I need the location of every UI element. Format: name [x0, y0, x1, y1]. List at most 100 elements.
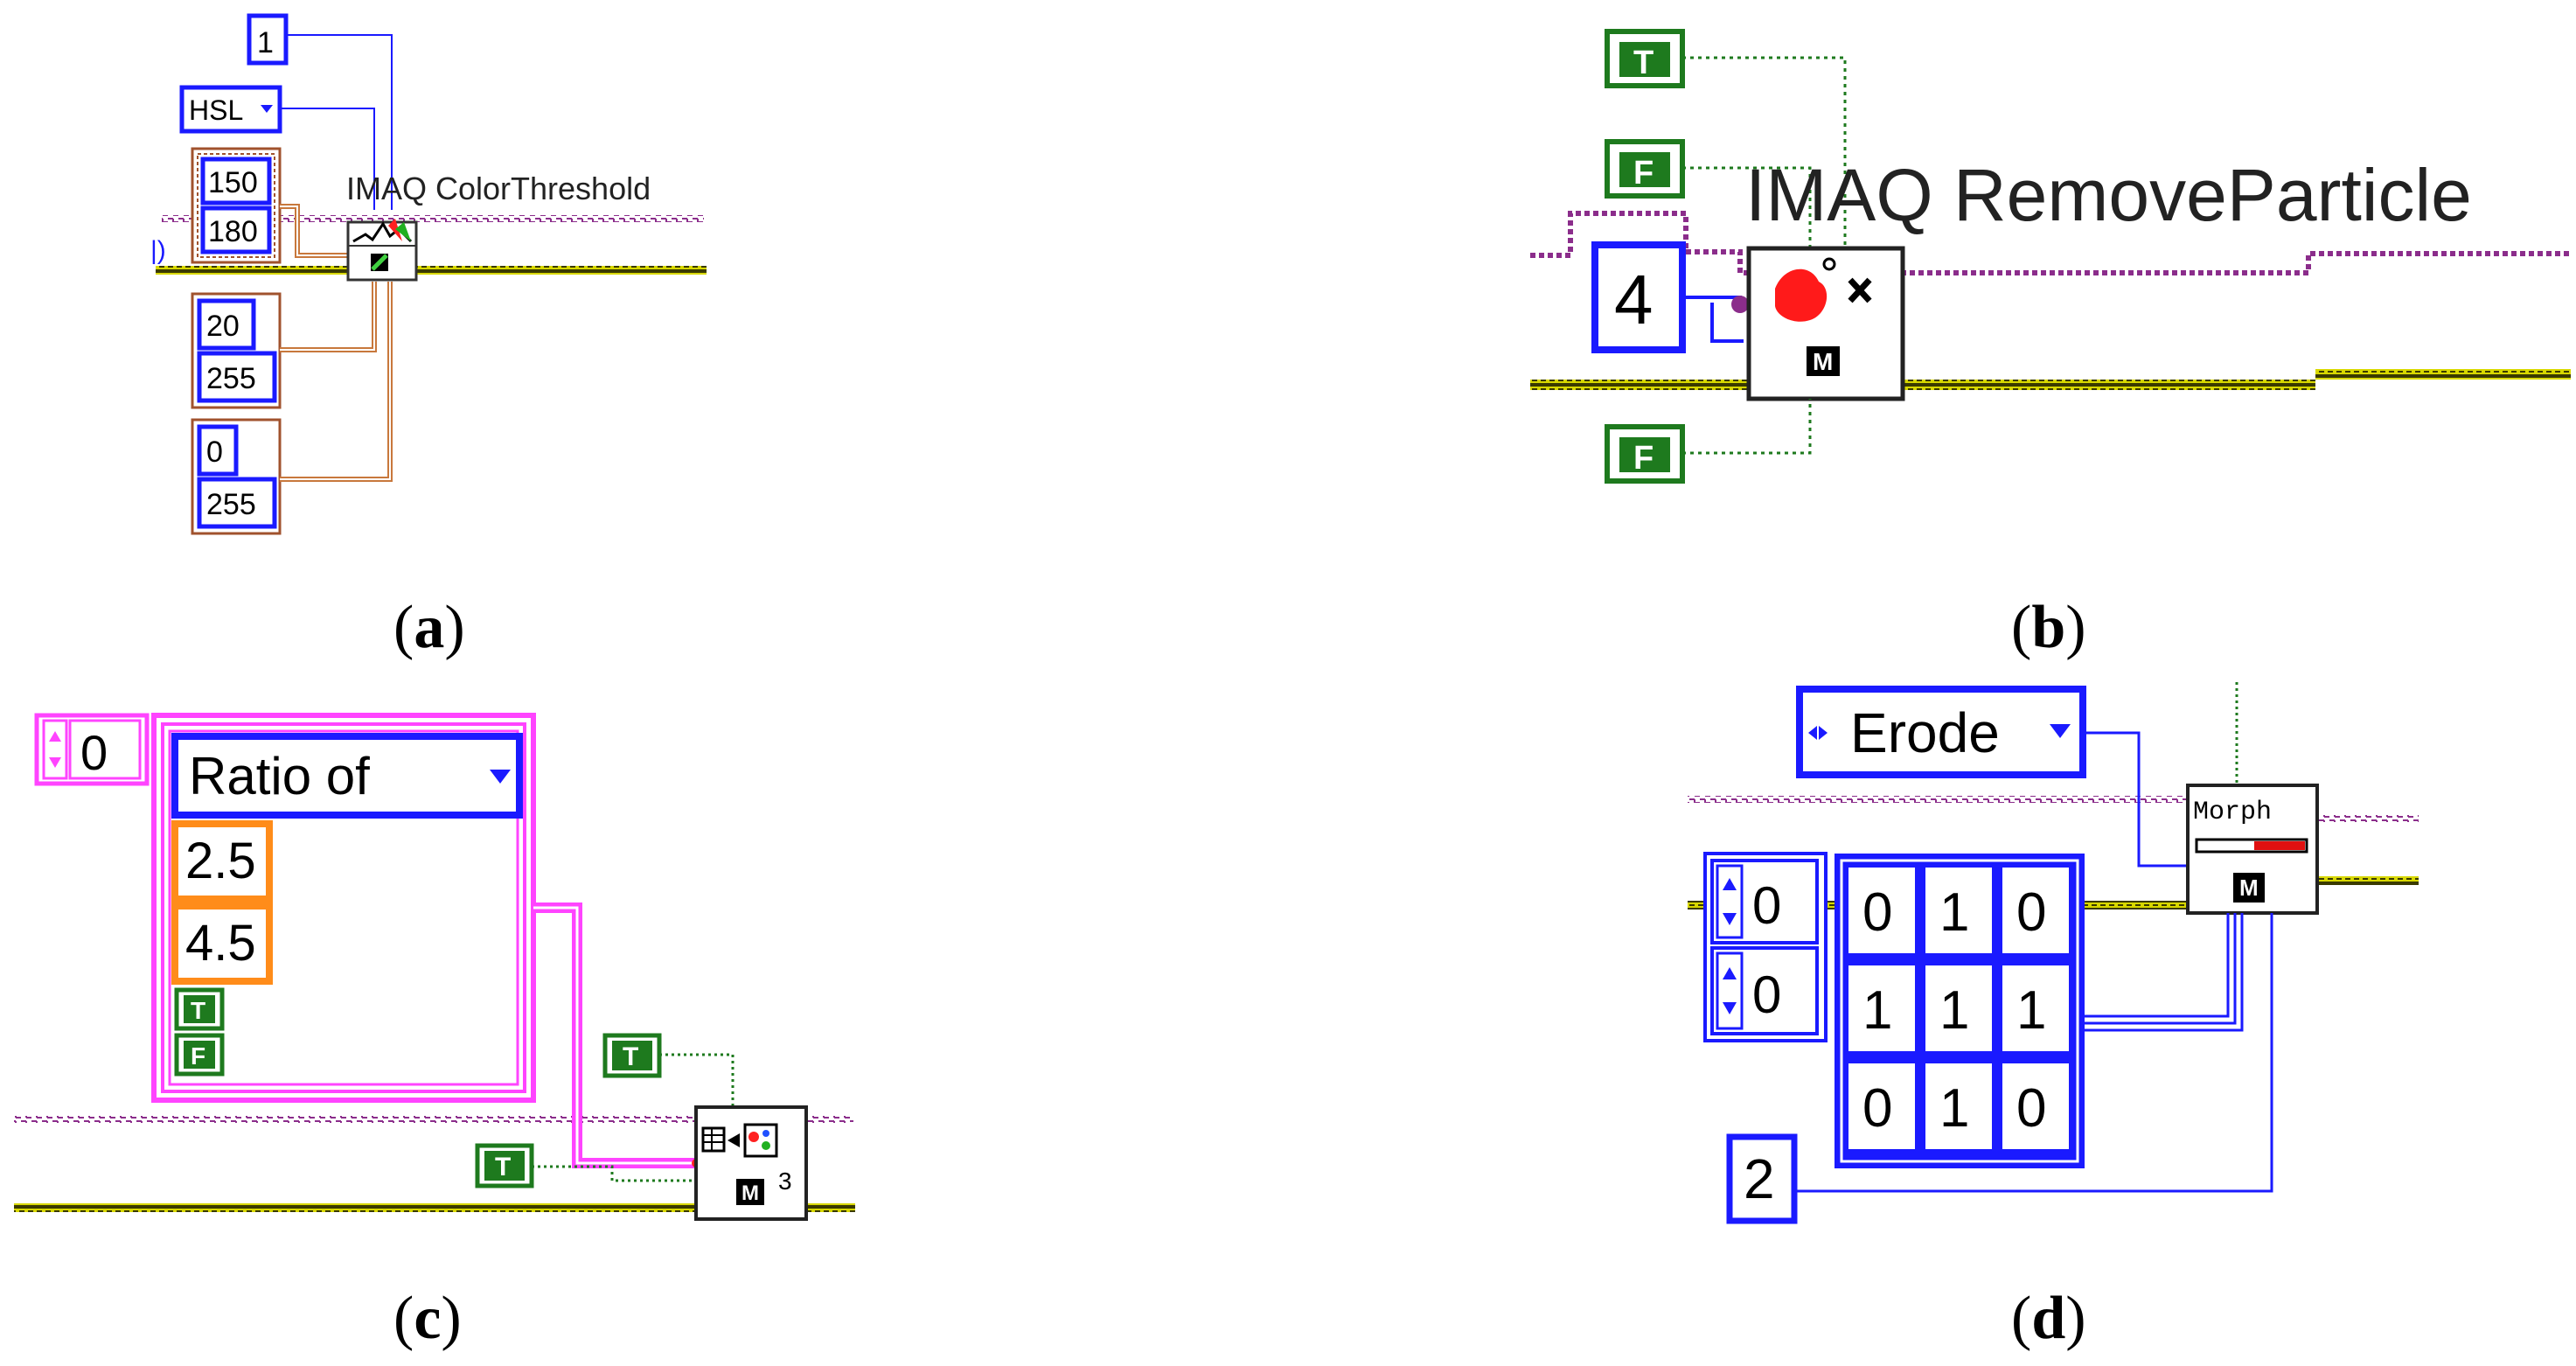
removeparticle-vi[interactable]	[1746, 246, 1905, 401]
stepper-down-icon	[1723, 1002, 1737, 1014]
panel-a-letter: a	[414, 594, 444, 661]
particle-red	[748, 1132, 759, 1142]
range3-min-value: 0	[206, 436, 223, 469]
kernel-cell-value: 0	[1862, 1078, 1892, 1139]
range3-max-field[interactable]	[197, 477, 277, 529]
kernel-cell[interactable]	[1999, 1060, 2072, 1153]
removeparticle-vi-label: IMAQ RemoveParticle	[1745, 154, 2472, 236]
wire-range3-core	[280, 282, 391, 480]
m-icon	[736, 1179, 764, 1205]
histogram-red	[388, 219, 402, 241]
kernel-cell-value: 0	[1862, 882, 1892, 943]
include-label: T	[191, 997, 205, 1024]
iterations-constant[interactable]	[1591, 241, 1686, 353]
interval-face	[184, 1041, 215, 1069]
particle-blue	[762, 1130, 769, 1137]
panel-d-caption: (d)	[2011, 1285, 2086, 1352]
wire-bool-bottom	[1682, 399, 1812, 455]
operation-value: Erode	[1850, 701, 2000, 764]
bool-left-label: T	[495, 1153, 511, 1181]
wire-bool-right	[659, 1053, 735, 1112]
kernel-cell[interactable]	[1845, 864, 1918, 957]
range1-min-field[interactable]	[200, 157, 272, 206]
panel-a-caption: (a)	[393, 594, 465, 661]
stepper-down-icon	[1723, 913, 1737, 925]
chevron-down-icon	[490, 770, 511, 784]
index-field	[68, 719, 142, 780]
kernel-cell-value: 1	[1939, 980, 1969, 1041]
range2-min-field[interactable]	[197, 298, 256, 351]
lower-value: 2.5	[185, 833, 256, 889]
morph-vi-label: Morph	[2193, 798, 2272, 827]
kernel-matrix-border	[1840, 859, 2079, 1163]
range2-max-value: 255	[206, 362, 256, 395]
error-wire-left	[1688, 796, 2188, 803]
measure-value: Ratio of	[189, 747, 370, 805]
kernel-cell[interactable]	[1922, 1060, 1995, 1153]
image-wire-right	[2315, 369, 2571, 380]
panel-c-letter: c	[414, 1285, 441, 1352]
criteria-cluster	[168, 729, 519, 1086]
kernel-cell-value: 1	[2016, 980, 2046, 1041]
remove-x-icon	[1848, 277, 1872, 303]
particles-image-icon	[743, 1123, 778, 1158]
stepper-up-icon	[1723, 878, 1737, 890]
upper-value-field[interactable]	[171, 903, 273, 985]
error-wire	[14, 1116, 853, 1123]
m-icon-glyph: M	[741, 1181, 759, 1205]
range1-inner-border	[197, 153, 275, 258]
constant-one[interactable]	[247, 13, 289, 66]
image-wire-right	[2317, 876, 2419, 885]
range2-max-field[interactable]	[197, 351, 277, 403]
wire-bool-left	[532, 1165, 696, 1182]
kernel-cell-value: 1	[1862, 980, 1892, 1041]
wire-bool-mid	[1682, 166, 1812, 250]
range1-max-field[interactable]	[200, 206, 272, 254]
kernel-cell[interactable]	[1999, 864, 2072, 957]
bool-mid-label: F	[1633, 155, 1654, 192]
kernel-cell[interactable]	[1845, 1060, 1918, 1153]
constant-one-value: 1	[257, 26, 274, 59]
color-mode-value: HSL	[189, 94, 243, 126]
row-index-value: 0	[1752, 876, 1781, 935]
row-stepper	[1716, 864, 1744, 939]
morph-iterations-constant[interactable]	[1726, 1133, 1798, 1224]
wire-range1	[280, 204, 348, 258]
criteria-array-inner	[161, 722, 526, 1093]
kernel-cell-value: 1	[1939, 882, 1969, 943]
coercion-dot	[1731, 296, 1749, 313]
array-index-value: 0	[80, 725, 108, 780]
morph-iterations-value: 2	[1744, 1147, 1775, 1210]
lower-value-field[interactable]	[171, 820, 273, 903]
kernel-cell-value: 1	[1939, 1078, 1969, 1139]
morph-progress-fill	[2254, 841, 2305, 850]
kernel-cell[interactable]	[1845, 962, 1918, 1055]
operation-ring[interactable]	[1796, 686, 2086, 778]
wire-one	[286, 34, 393, 210]
histogram-green	[395, 222, 411, 241]
colorthreshold-vi-label: IMAQ ColorThreshold	[346, 171, 651, 206]
bool-mid-face	[1619, 152, 1670, 187]
kernel-cell-value: 0	[2016, 1078, 2046, 1139]
kernel-cell[interactable]	[1999, 962, 2072, 1055]
index-stepper[interactable]	[42, 719, 68, 780]
bool-right-face	[612, 1041, 652, 1070]
table-icon-lines	[703, 1128, 724, 1151]
wire-range1-core	[280, 206, 348, 256]
bool-bottom-face	[1619, 437, 1670, 472]
array-wire-core	[533, 906, 696, 1165]
range3-min-field[interactable]	[197, 424, 239, 477]
error-wire	[162, 215, 704, 222]
wire-kernel-3	[2085, 913, 2244, 1032]
particle-green	[762, 1141, 770, 1150]
chevron-down-icon	[261, 105, 273, 113]
color-mode-ring[interactable]	[179, 85, 282, 134]
measure-ring[interactable]	[171, 733, 523, 819]
vi-superscript: 3	[778, 1167, 792, 1195]
range1-max-value: 180	[208, 215, 258, 248]
kernel-cell[interactable]	[1922, 962, 1995, 1055]
kernel-cell[interactable]	[1922, 864, 1995, 957]
